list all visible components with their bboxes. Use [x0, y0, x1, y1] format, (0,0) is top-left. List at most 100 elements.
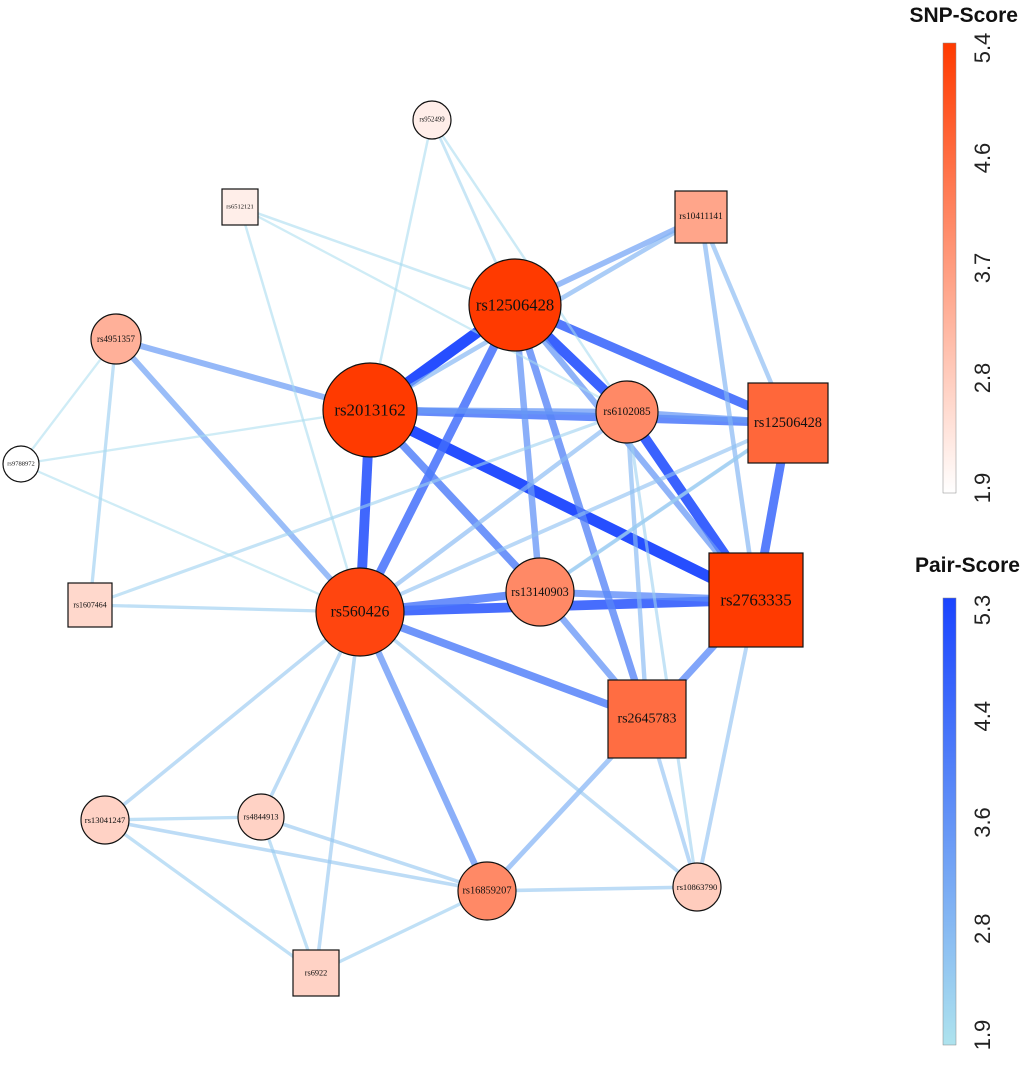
edge-rs4951357-rs560426: [113, 337, 363, 614]
snp-tick-label: 1.9: [970, 473, 995, 504]
edge-rs4844913-rs6922: [259, 816, 318, 974]
snp-tick-label: 2.8: [970, 363, 995, 394]
edge-rs13041247-rs16859207: [104, 818, 488, 893]
node-label: rs2763335: [720, 591, 791, 610]
node-label: rs10863790: [677, 882, 718, 892]
edge-rs6512121-rs6102085: [239, 205, 628, 414]
node-label: rs2645783: [617, 712, 676, 727]
edge-rs560426-rs2645783: [358, 608, 649, 723]
edge-rs560426-rs16859207: [357, 610, 490, 893]
node-label: rs13140903: [511, 585, 569, 599]
edge-rs9788972-rs560426: [20, 462, 361, 614]
edge-rs13041247-rs4844913: [104, 815, 262, 822]
snp-tick-label: 5.4: [970, 33, 995, 64]
edge-rs2763335-rs10863790: [695, 599, 758, 888]
node-label: rs13041247: [85, 815, 126, 825]
pair-tick-label: 2.8: [970, 913, 995, 944]
pair-score-legend-title: Pair-Score: [915, 554, 1020, 577]
edge-rs16859207-rs10863790: [486, 885, 698, 893]
node-label: rs6102085: [603, 406, 651, 418]
edge-rs6102085-rs560426: [358, 410, 629, 614]
node-shape: [708, 552, 804, 648]
node-shape: [2, 445, 40, 483]
node-label: rs6922: [305, 969, 328, 978]
nodes-layer: rs12506428 rs2013162 rs560426 rs2763335 rs12…: [2, 100, 829, 997]
node-shape: [292, 949, 340, 997]
node-shape: [457, 861, 517, 921]
node-label: rs952499: [419, 117, 445, 124]
snp-score-legend-title: SNP-Score: [909, 4, 1018, 27]
node-rs10411141: rs10411141: [674, 190, 728, 244]
edges-layer: [20, 119, 793, 975]
node-rs12506428_s: rs12506428: [747, 382, 829, 464]
node-rs2763335: rs2763335: [708, 552, 804, 648]
node-rs9788972: rs9788972: [2, 445, 40, 483]
pair-tick-label: 5.3: [970, 595, 995, 626]
edge-rs12506428_c-rs12506428_s: [513, 300, 790, 428]
node-shape: [674, 190, 728, 244]
node-shape: [80, 795, 130, 845]
edge-rs4844913-rs16859207: [260, 815, 488, 893]
node-rs10863790: rs10863790: [672, 862, 722, 912]
node-label: rs9788972: [7, 461, 34, 468]
node-label: rs1607464: [73, 601, 106, 610]
snp-tick-label: 4.6: [970, 143, 995, 174]
node-rs560426: rs560426: [315, 567, 405, 657]
node-shape: [412, 100, 452, 140]
node-label: rs6512121: [226, 204, 253, 211]
node-rs13140903: rs13140903: [505, 557, 575, 627]
edge-rs10411141-rs2763335: [698, 216, 759, 601]
node-shape: [468, 258, 562, 352]
edge-rs560426-rs6922: [314, 611, 362, 974]
node-rs6102085: rs6102085: [595, 380, 659, 444]
pair-tick-label: 4.4: [970, 701, 995, 732]
snp-score-colorbar: [942, 42, 957, 494]
node-label: rs10411141: [679, 212, 723, 222]
node-shape: [747, 382, 829, 464]
edge-rs1607464-rs4951357: [88, 338, 118, 606]
node-shape: [322, 362, 418, 458]
node-shape: [221, 188, 259, 226]
node-rs4951357: rs4951357: [90, 313, 142, 365]
pair-tick-label: 3.6: [970, 807, 995, 838]
node-shape: [90, 313, 142, 365]
node-label: rs12506428: [476, 296, 554, 315]
edge-rs6102085-rs10863790: [625, 411, 699, 888]
node-rs16859207: rs16859207: [457, 861, 517, 921]
snp-tick-label: 3.7: [970, 253, 995, 284]
edge-rs560426-rs13041247: [103, 610, 362, 822]
edge-rs6922-rs16859207: [315, 889, 488, 975]
node-shape: [67, 582, 113, 628]
node-rs6512121: rs6512121: [221, 188, 259, 226]
node-label: rs12506428: [754, 415, 822, 431]
edge-rs12506428_c-rs560426: [356, 303, 519, 614]
edge-rs13140903-rs12506428_s: [539, 421, 789, 594]
node-shape: [315, 567, 405, 657]
node-label: rs4951357: [97, 334, 135, 344]
node-rs12506428_c: rs12506428: [468, 258, 562, 352]
edge-rs12506428_c-rs2763335: [512, 303, 759, 602]
node-rs1607464: rs1607464: [67, 582, 113, 628]
snp-score-legend: SNP-Score 5.4 4.6 3.7 2.8 1.9: [909, 4, 1018, 503]
node-label: rs16859207: [462, 886, 511, 897]
pair-score-ticks: 5.3 4.4 3.6 2.8 1.9: [970, 595, 995, 1051]
node-rs13041247: rs13041247: [80, 795, 130, 845]
edge-rs2013162-rs2763335: [367, 405, 759, 605]
node-label: rs4844913: [243, 813, 278, 822]
edge-rs12506428_c-rs2645783: [511, 303, 651, 721]
edge-rs9788972-rs4951357: [20, 338, 117, 465]
edge-rs6512121-rs560426: [238, 206, 362, 613]
snp-score-ticks: 5.4 4.6 3.7 2.8 1.9: [970, 33, 995, 504]
node-rs6922: rs6922: [292, 949, 340, 997]
node-shape: [672, 862, 722, 912]
node-label: rs560426: [331, 604, 390, 621]
node-rs4844913: rs4844913: [237, 793, 285, 841]
node-label: rs2013162: [334, 401, 405, 420]
pair-score-legend: Pair-Score 5.3 4.4 3.6 2.8 1.9: [915, 554, 1020, 1050]
pair-tick-label: 1.9: [970, 1020, 995, 1051]
node-rs2013162: rs2013162: [322, 362, 418, 458]
pair-score-colorbar: [942, 597, 957, 1046]
edge-rs9788972-rs2013162: [20, 408, 371, 466]
node-shape: [505, 557, 575, 627]
